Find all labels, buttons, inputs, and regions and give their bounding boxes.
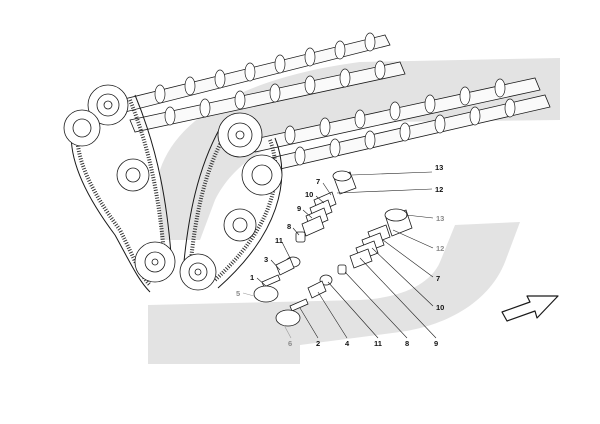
camshaft-lower-rear (249, 77, 541, 153)
valve-spring (301, 191, 337, 237)
pulley-upper-left (87, 84, 129, 126)
leader-lines (242, 171, 437, 339)
valve-train-exhaust (275, 208, 413, 327)
arrow-icon (501, 295, 559, 322)
tappet-bucket (384, 208, 413, 237)
leader-12-upper (336, 188, 433, 194)
leader-5 (242, 292, 255, 297)
cam-lobes (154, 32, 376, 104)
crank-pulley-left (134, 241, 176, 283)
callout-9-lower: 9 (434, 339, 438, 348)
callout-8-upper: 8 (287, 222, 291, 231)
leader-2 (299, 307, 319, 339)
callout-2: 2 (316, 339, 320, 348)
callout-8-lower: 8 (405, 339, 409, 348)
callout-1: 1 (250, 273, 254, 282)
cam-lobes (164, 60, 386, 126)
leader-7-upper (322, 182, 332, 196)
leader-13-upper (351, 171, 433, 176)
leader-11-upper (281, 241, 291, 259)
leader-3 (270, 259, 281, 271)
timing-drive-left (63, 84, 176, 293)
callout-4: 4 (345, 339, 350, 348)
leader-4 (317, 291, 348, 339)
timing-drive-right (179, 112, 283, 291)
camshaft-upper-front (129, 60, 406, 133)
callout-5: 5 (236, 289, 240, 298)
callout-3: 3 (264, 255, 268, 264)
leader-8-upper (292, 227, 300, 236)
valve-seal (337, 264, 347, 275)
camshaft-assembly (119, 32, 551, 173)
callout-11-lower: 11 (374, 339, 382, 348)
leader-6 (283, 324, 292, 339)
callout-10-upper: 10 (305, 190, 313, 199)
callout-12-upper: 12 (435, 185, 443, 194)
crank-pulley-right (179, 253, 217, 291)
valve-spring (349, 224, 391, 269)
leader-12-lower (392, 229, 434, 249)
tensioner-left (116, 158, 150, 192)
tappet-bucket (332, 170, 357, 195)
callout-13-lower: 13 (436, 214, 444, 223)
callout-13-upper: 13 (435, 163, 443, 172)
leader-1 (256, 277, 267, 287)
leader-10-lower (371, 247, 434, 307)
pulley-lower-right (241, 154, 283, 196)
callout-6: 6 (288, 339, 292, 348)
valve-stem (253, 274, 281, 303)
camshaft-lower-front (261, 94, 551, 173)
valve-train-intake (253, 170, 357, 303)
leader-8-lower (344, 271, 408, 339)
callout-7-lower: 7 (436, 274, 440, 283)
pulley-lower-left (63, 109, 101, 147)
tensioner-right (223, 208, 257, 242)
leader-7-lower (382, 239, 434, 278)
callout-11-upper: 11 (275, 236, 283, 245)
leader-13-lower (405, 214, 434, 219)
callout-10-lower: 10 (436, 303, 444, 312)
leader-9-lower (359, 257, 437, 339)
cam-lobes (294, 98, 516, 166)
callout-12-lower: 12 (436, 244, 444, 253)
valve-guide (275, 257, 295, 276)
cam-lobes (284, 78, 506, 145)
camshaft-upper-rear (119, 32, 391, 113)
valve-stem (275, 298, 309, 327)
callouts: 13 12 7 10 9 8 11 3 1 5 6 2 4 11 8 9 10 … (236, 163, 444, 348)
pulley-upper-right (217, 112, 263, 158)
callout-9-upper: 9 (297, 204, 301, 213)
leader-9-upper (302, 209, 313, 219)
leader-10-upper (315, 195, 325, 204)
valve-guide (307, 280, 327, 299)
leader-11-lower (327, 281, 379, 339)
callout-7-upper: 7 (316, 177, 320, 186)
